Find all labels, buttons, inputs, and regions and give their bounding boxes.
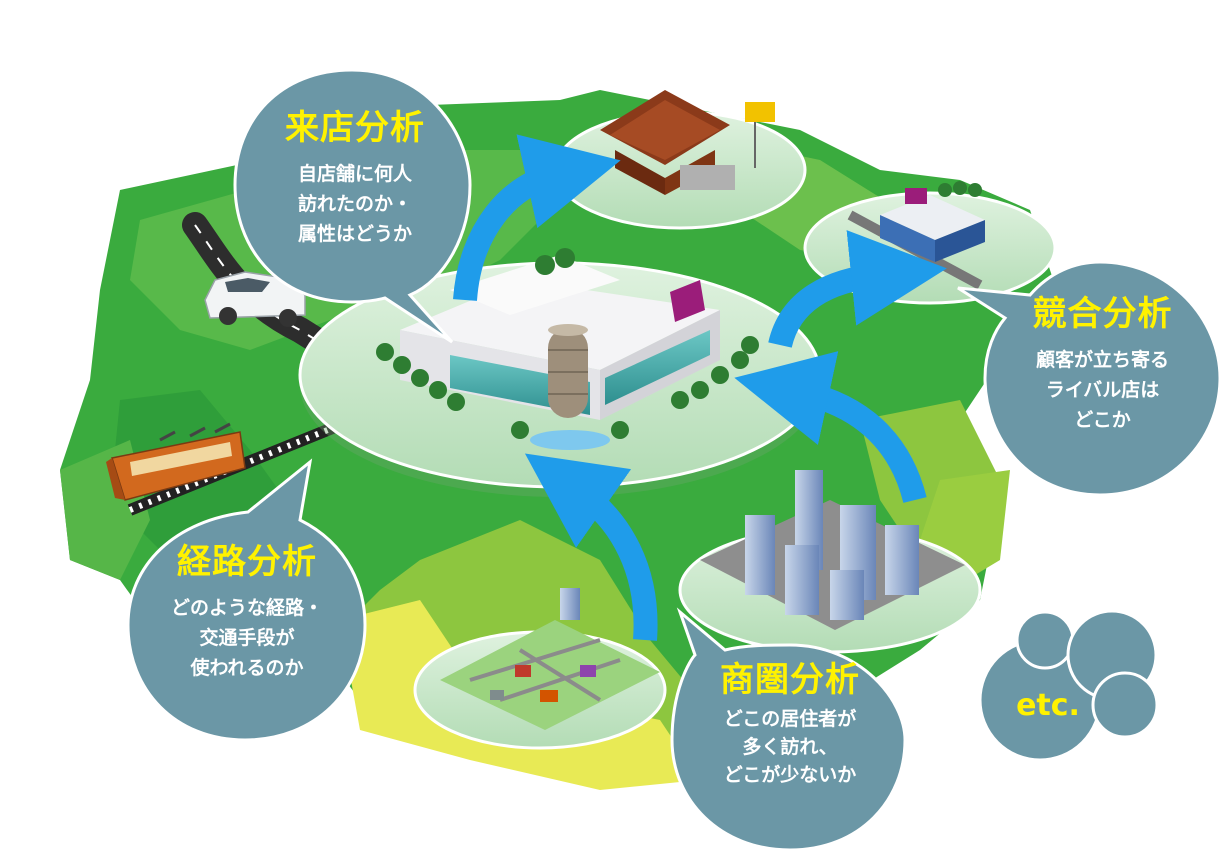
desc-line: どこが少ないか: [723, 764, 857, 786]
bubble-trade-shape: [670, 607, 907, 852]
desc-line: 使われるのか: [190, 657, 304, 679]
desc-line: どのような経路・: [170, 597, 323, 619]
office-plate: [678, 470, 982, 654]
desc-line: 属性はどうか: [297, 223, 412, 245]
trade-area-analysis-desc: どこの居住者が 多く訪れ、 どこが少ないか: [675, 705, 905, 789]
railway-with-train: [106, 419, 343, 516]
arrow-to-top-store: [453, 134, 621, 302]
road-with-car: [182, 212, 353, 368]
desc-line: 自店舗に何人: [297, 163, 412, 185]
etc-label: etc.: [1016, 688, 1080, 723]
bubble-route-shape: [126, 458, 367, 742]
desc-line: 顧客が立ち寄る: [1035, 349, 1169, 371]
shopping-mall: [400, 255, 720, 450]
etc-circles: [978, 609, 1159, 762]
arrow-from-office: [734, 351, 927, 504]
visit-analysis-bubble: 来店分析 自店舗に何人 訪れたのか・ 属性はどうか: [240, 100, 470, 249]
competition-analysis-desc: 顧客が立ち寄る ライバル店は どこか: [990, 345, 1215, 435]
desc-line: 多く訪れ、: [742, 736, 838, 758]
desc-line: ライバル店は: [1045, 379, 1160, 401]
trade-area-analysis-bubble: 商圏分析 どこの居住者が 多く訪れ、 どこが少ないか: [675, 652, 905, 789]
arrow-from-residential: [524, 453, 658, 641]
route-analysis-title: 経路分析: [177, 542, 317, 582]
competition-analysis-title: 競合分析: [1032, 294, 1173, 334]
arrow-to-competitor: [768, 230, 947, 349]
flow-arrows: [453, 134, 947, 641]
bubble-visit-shape: [233, 68, 472, 344]
desc-line: どこの居住者が: [723, 708, 857, 730]
desc-line: 訪れたのか・: [297, 193, 412, 215]
visit-analysis-title: 来店分析: [285, 108, 425, 148]
visit-analysis-desc: 自店舗に何人 訪れたのか・ 属性はどうか: [240, 159, 470, 249]
bubble-shapes: [126, 68, 1222, 852]
desc-line: 交通手段が: [199, 627, 295, 649]
residential-plate: [413, 588, 667, 750]
route-analysis-desc: どのような経路・ 交通手段が 使われるのか: [132, 593, 362, 683]
trade-area-analysis-title: 商圏分析: [720, 660, 860, 700]
competition-analysis-bubble: 競合分析 顧客が立ち寄る ライバル店は どこか: [990, 286, 1215, 435]
route-analysis-bubble: 経路分析 どのような経路・ 交通手段が 使われるのか: [132, 534, 362, 683]
bubble-competition-shape: [957, 260, 1222, 497]
desc-line: どこか: [1074, 409, 1131, 431]
